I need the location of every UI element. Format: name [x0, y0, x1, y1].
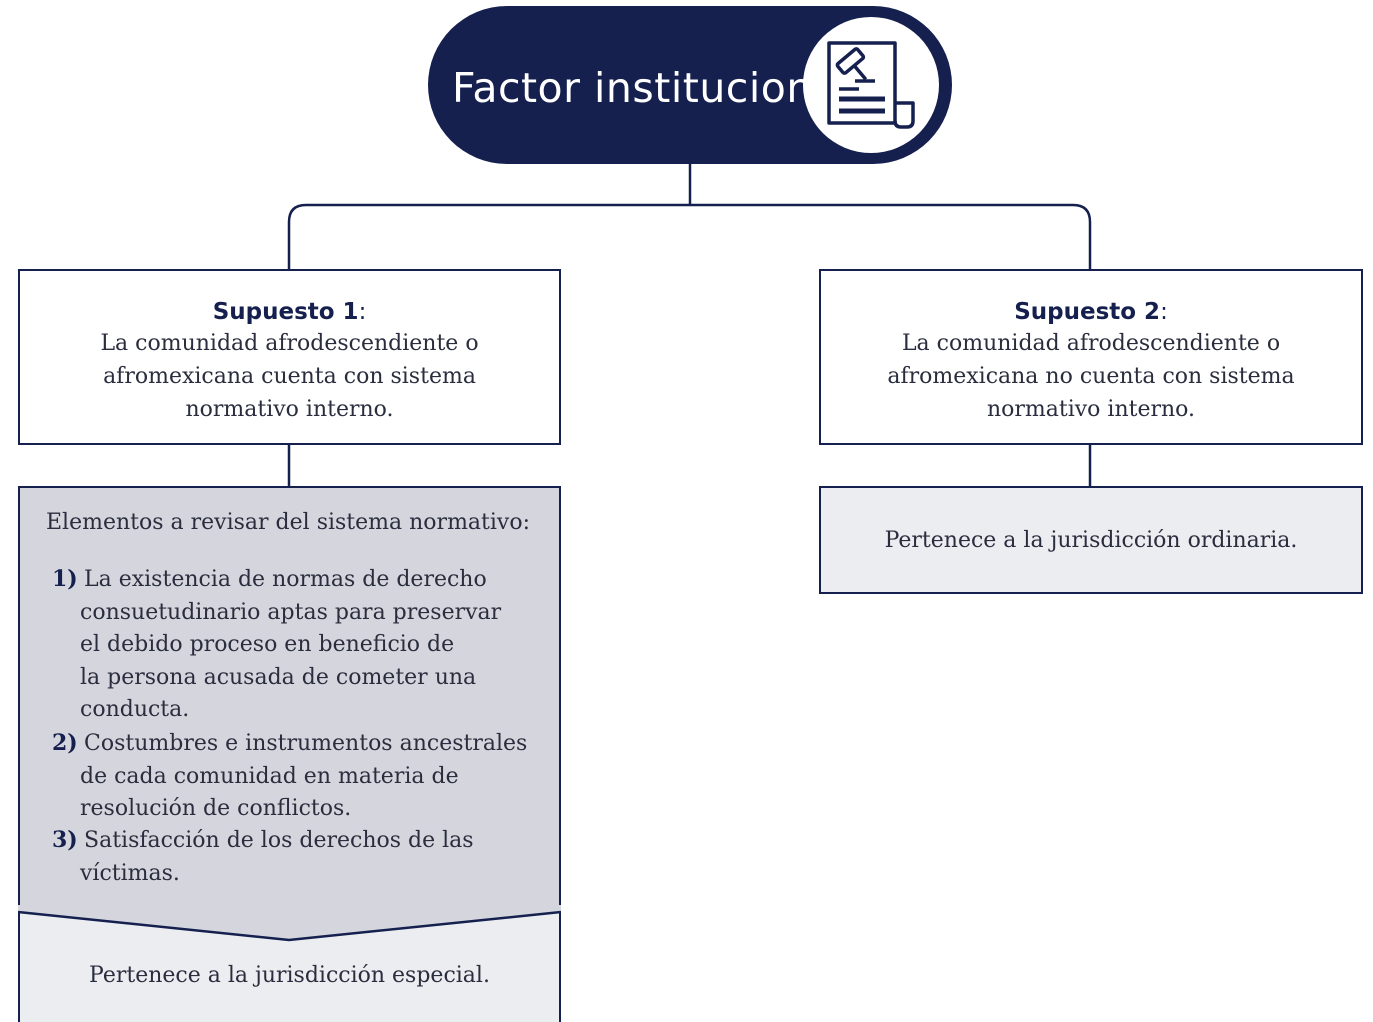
supuesto-1-heading: Supuesto 1: — [212, 299, 367, 325]
gavel-document-icon — [803, 17, 939, 153]
jurisdiccion-especial-text: Pertenece a la jurisdicción especial. — [89, 963, 490, 988]
supuesto-1-line: La comunidad afrodescendiente o — [100, 331, 479, 356]
item-line: resolución de conflictos. — [80, 796, 352, 821]
supuesto-2-heading: Supuesto 2: — [1014, 299, 1168, 325]
supuesto-2-line: normativo interno. — [986, 397, 1196, 422]
elementos-title: Elementos a revisar del sistema normativ… — [46, 510, 531, 535]
item-line: de cada comunidad en materia de — [80, 763, 459, 789]
item-line: Costumbres e instrumentos ancestrales — [84, 731, 528, 756]
item-line: La existencia de normas de derecho — [84, 567, 487, 592]
jurisdiccion-ordinaria-text: Pertenece a la jurisdicción ordinaria. — [884, 527, 1298, 553]
chevron-divider — [18, 905, 561, 942]
item-line: el debido proceso en beneficio de — [80, 632, 455, 657]
supuesto-2-box: Supuesto 2: La comunidad afrodescendient… — [819, 269, 1363, 445]
elementos-item-3: 3)Satisfacción de los derechos de las ví… — [52, 824, 552, 890]
connector-branch — [287, 203, 1092, 270]
elementos-item-1: 1)La existencia de normas de derecho con… — [52, 563, 552, 727]
supuesto-1-box: Supuesto 1: La comunidad afrodescendient… — [18, 269, 561, 445]
supuesto-1-line: afromexicana cuenta con sistema — [103, 364, 476, 389]
header-title: Factor institucional — [452, 64, 851, 112]
elementos-item-2: 2)Costumbres e instrumentos ancestrales … — [52, 727, 552, 826]
item-line: consuetudinario aptas para preservar — [80, 599, 502, 625]
item-line: conducta. — [80, 697, 190, 722]
item-number: 2) — [52, 730, 78, 756]
item-line: la persona acusada de cometer una — [80, 664, 477, 690]
supuesto-1-line: normativo interno. — [185, 397, 394, 422]
item-line: Satisfacción de los derechos de las — [84, 828, 474, 853]
jurisdiccion-ordinaria-box: Pertenece a la jurisdicción ordinaria. — [819, 486, 1363, 594]
elementos-panel — [18, 486, 561, 915]
supuesto-2-line: afromexicana no cuenta con sistema — [887, 364, 1295, 389]
item-line: víctimas. — [80, 860, 180, 886]
supuesto-2-line: La comunidad afrodescendiente o — [901, 331, 1281, 356]
item-number: 1) — [52, 566, 78, 592]
item-number: 3) — [52, 827, 78, 853]
